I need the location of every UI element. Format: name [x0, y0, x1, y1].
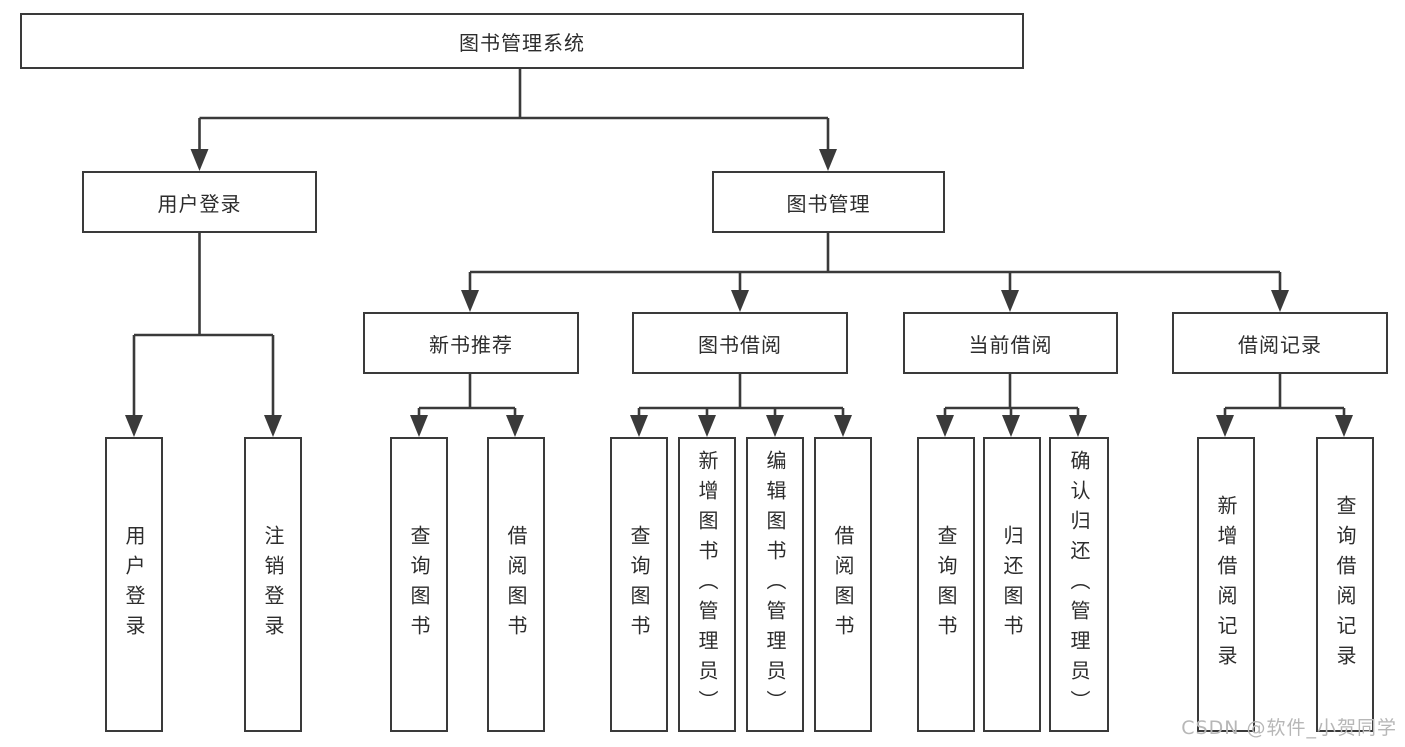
- leaf-current-query-books: 查询图书: [917, 437, 975, 732]
- leaf-recommend-borrow-books: 借阅图书: [487, 437, 545, 732]
- leaf-label: 查询图书: [407, 524, 431, 645]
- leaf-label: 归还图书: [1000, 524, 1024, 645]
- leaf-label: 借阅图书: [504, 524, 528, 645]
- leaf-label: 查询图书: [627, 524, 651, 645]
- node-borrowing-records: 借阅记录: [1172, 312, 1388, 374]
- leaf-logout: 注销登录: [244, 437, 302, 732]
- node-label: 用户登录: [157, 191, 242, 216]
- node-label: 当前借阅: [968, 332, 1053, 357]
- node-current-borrowing: 当前借阅: [903, 312, 1118, 374]
- node-user-login: 用户登录: [82, 171, 317, 233]
- connector-user-login-to-leaves: [125, 233, 282, 437]
- node-book-management: 图书管理: [712, 171, 945, 233]
- leaf-recommend-query-books: 查询图书: [390, 437, 448, 732]
- node-book-borrowing: 图书借阅: [632, 312, 848, 374]
- leaf-label: 新增图书（管理员）: [695, 449, 719, 720]
- leaf-borrowing-query-books: 查询图书: [610, 437, 668, 732]
- node-label: 图书管理: [786, 191, 871, 216]
- leaf-user-login: 用户登录: [105, 437, 163, 732]
- node-label: 借阅记录: [1238, 332, 1322, 357]
- leaf-records-query-borrow-record: 查询借阅记录: [1316, 437, 1374, 732]
- leaf-borrowing-edit-books-admin: 编辑图书（管理员）: [746, 437, 804, 732]
- leaf-current-confirm-return-admin: 确认归还（管理员）: [1049, 437, 1109, 732]
- leaf-label: 编辑图书（管理员）: [763, 449, 787, 720]
- leaf-records-add-borrow-record: 新增借阅记录: [1197, 437, 1255, 732]
- leaf-label: 确认归还（管理员）: [1067, 449, 1091, 720]
- leaf-label: 查询借阅记录: [1333, 494, 1357, 675]
- csdn-watermark: CSDN @软件_小贺同学: [1181, 717, 1397, 739]
- leaf-current-return-books: 归还图书: [983, 437, 1041, 732]
- connector-root-to-level2: [190, 69, 837, 171]
- connector-current-borrow-to-leaves: [936, 374, 1087, 437]
- connector-book-mgmt-to-level3: [461, 233, 1289, 312]
- node-new-book-recommend: 新书推荐: [363, 312, 579, 374]
- leaf-label: 查询图书: [934, 524, 958, 645]
- node-label: 图书管理系统: [459, 30, 585, 55]
- node-library-management-system: 图书管理系统: [20, 13, 1024, 69]
- connector-new-rec-to-leaves: [410, 374, 524, 437]
- connector-borrow-records-to-leaves: [1216, 374, 1353, 437]
- leaf-label: 用户登录: [122, 524, 146, 645]
- connector-book-borrow-to-leaves: [630, 374, 852, 437]
- leaf-borrowing-borrow-books: 借阅图书: [814, 437, 872, 732]
- node-label: 新书推荐: [429, 332, 513, 357]
- leaf-borrowing-add-books-admin: 新增图书（管理员）: [678, 437, 736, 732]
- leaf-label: 注销登录: [261, 524, 285, 645]
- leaf-label: 借阅图书: [831, 524, 855, 645]
- leaf-label: 新增借阅记录: [1214, 494, 1238, 675]
- node-label: 图书借阅: [698, 332, 782, 357]
